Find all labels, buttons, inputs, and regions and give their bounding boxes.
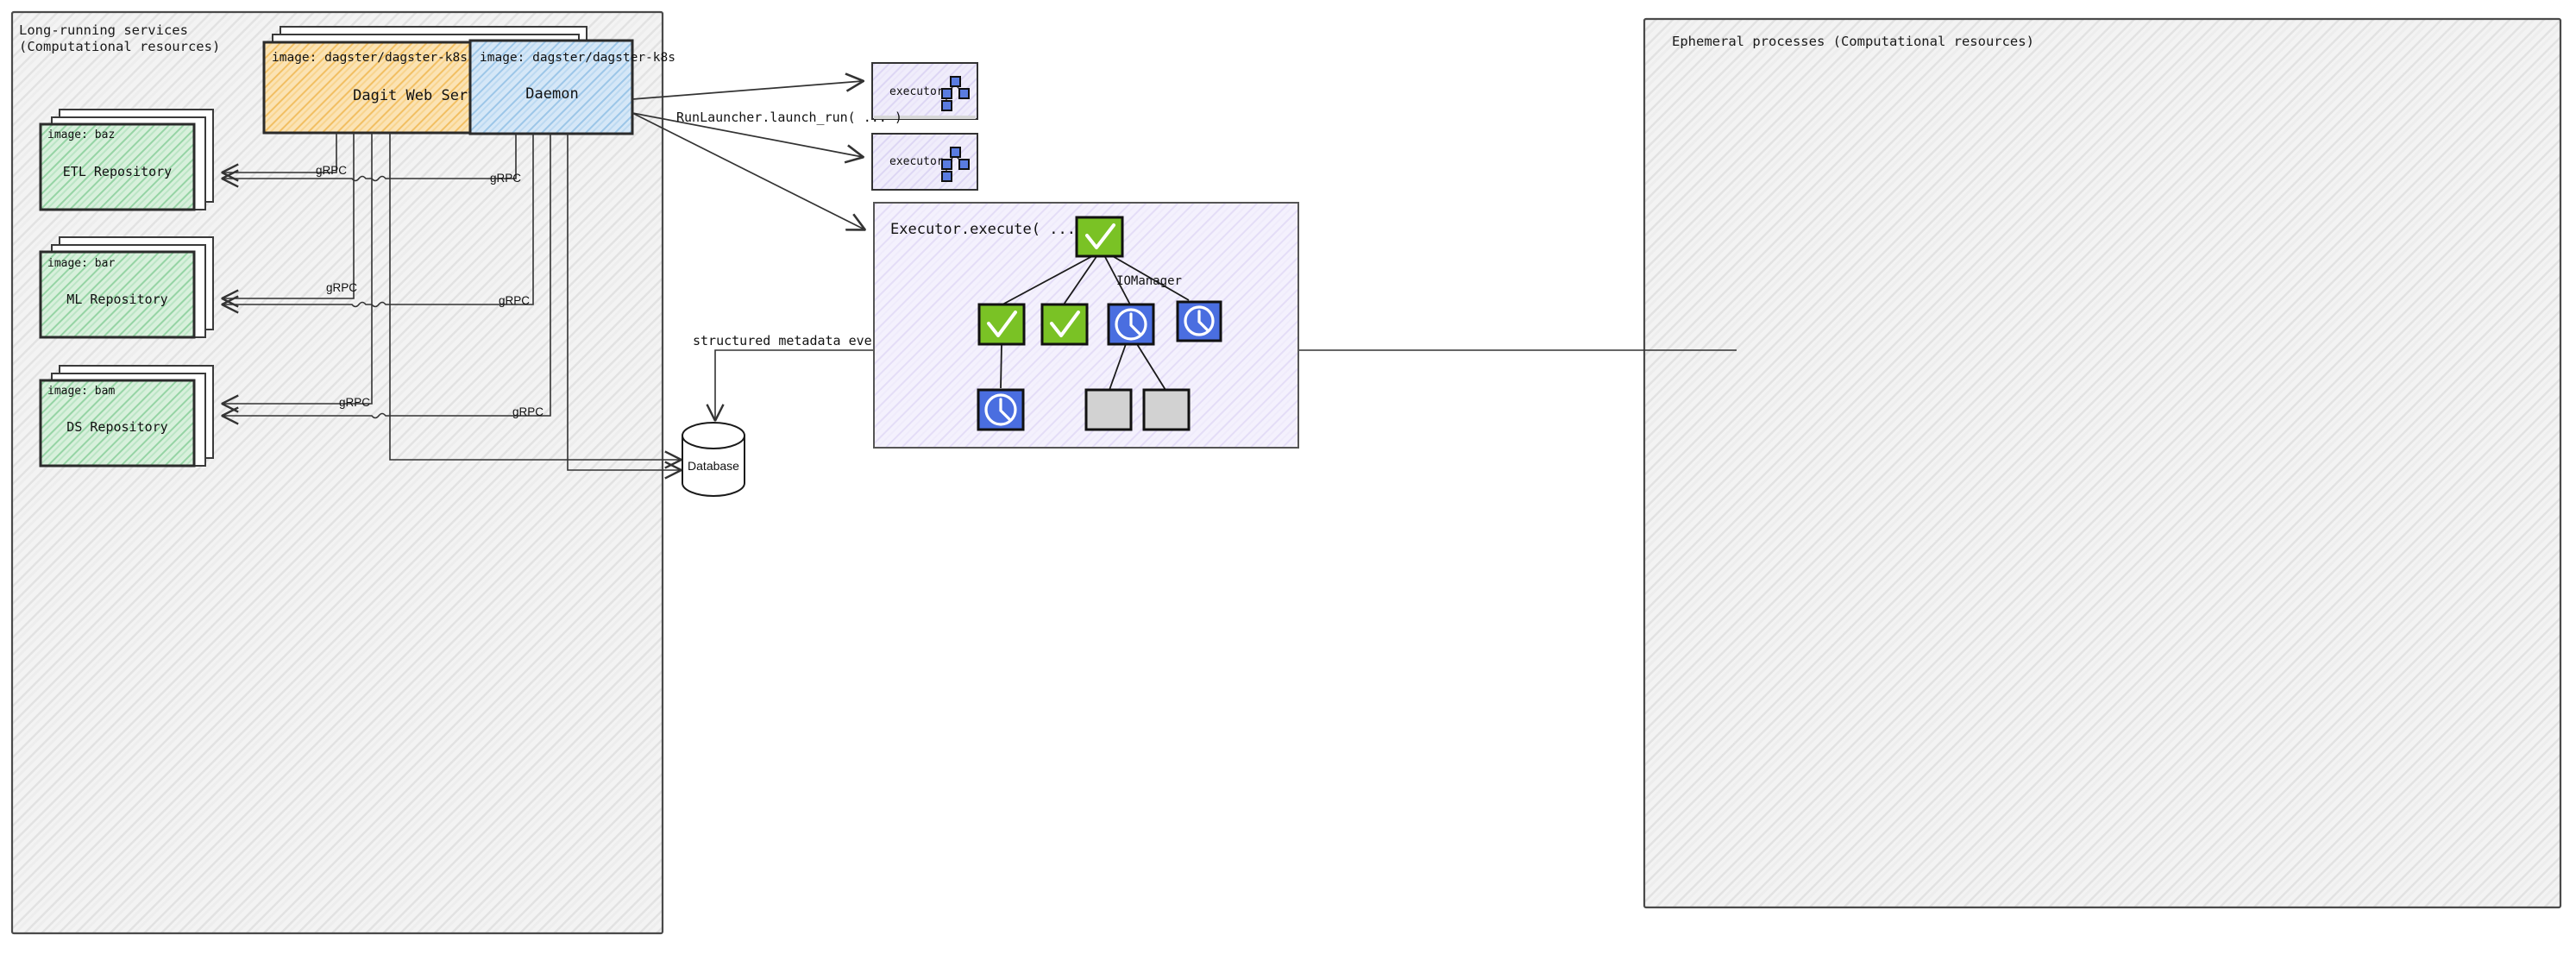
dag-node-n0[interactable] — [1075, 216, 1124, 258]
etl-image-label: image: baz — [47, 129, 115, 141]
edge-daemon-executor-1 — [631, 81, 863, 100]
panel-ephemeral-processes: Ephemeral processes (Computational resou… — [1643, 17, 2562, 909]
clock-icon — [1184, 305, 1215, 336]
database-body — [682, 435, 745, 497]
edge-daemon-executor-2 — [631, 112, 863, 157]
edge-dagit-database — [389, 133, 681, 460]
repository-box-etl[interactable]: image: baz ETL Repository — [39, 109, 214, 211]
grpc-label-dagit-ds: gRPC — [339, 396, 370, 409]
edge-daemon-database — [567, 134, 681, 470]
grpc-label-daemon-ds: gRPC — [512, 405, 543, 418]
dag-icon — [941, 147, 970, 182]
grpc-label-daemon-etl: gRPC — [490, 172, 521, 185]
ds-name-label: DS Repository — [66, 419, 167, 435]
grpc-edge-dagit-ml — [223, 133, 355, 298]
blank-icon — [1142, 388, 1191, 431]
dag-node-n3[interactable] — [1107, 303, 1155, 346]
clock-icon — [984, 393, 1017, 426]
check-icon — [987, 311, 1017, 337]
dagit-name-label: Dagit Web Server — [353, 87, 494, 104]
repository-box-ml[interactable]: image: bar ML Repository — [39, 236, 214, 339]
ml-stack-layer-front — [39, 250, 196, 339]
repository-box-ds[interactable]: image: bam DS Repository — [39, 365, 214, 468]
panel-long-running-title-line2: (Computational resources) — [19, 39, 220, 54]
ml-name-label: ML Repository — [66, 292, 167, 307]
dag-node-n2[interactable] — [1040, 303, 1089, 346]
panel-ephemeral-title: Ephemeral processes (Computational resou… — [1672, 34, 2034, 49]
grpc-label-dagit-etl: gRPC — [316, 164, 347, 177]
grpc-edge-dagit-etl — [223, 133, 337, 173]
dag-icon — [941, 76, 970, 111]
database-label: Database — [688, 459, 739, 473]
dagit-image-label: image: dagster/dagster-k8s — [272, 51, 468, 65]
executor-execute-title: Executor.execute( ... ) — [890, 221, 1093, 238]
grpc-edge-daemon-ds — [223, 134, 551, 418]
panel-long-running-title-line1: Long-running services — [19, 22, 188, 38]
dag-edge-n1-n5 — [1000, 343, 1002, 389]
dag-node-n7[interactable] — [1142, 388, 1191, 431]
service-box-daemon[interactable]: image: dagster/dagster-k8s Daemon — [468, 39, 675, 135]
daemon-box — [468, 39, 634, 135]
metadata-events-label: structured metadata events — [693, 333, 895, 348]
dag-edge-n0-n2 — [1063, 254, 1098, 305]
grpc-edge-dagit-ds — [223, 133, 373, 404]
dag-node-n5[interactable] — [977, 388, 1025, 431]
ds-stack-layer-front — [39, 379, 196, 468]
dag-edge-n0-n3 — [1103, 254, 1131, 305]
grpc-connector-group — [223, 133, 681, 470]
metadata-events-edge-group — [715, 349, 1737, 420]
grpc-label-group: gRPC gRPC gRPC gRPC gRPC gRPC — [316, 164, 543, 418]
run-launcher-label: RunLauncher.launch_run( ... ) — [676, 110, 902, 125]
blank-icon — [1084, 388, 1133, 431]
database-cylinder[interactable]: Database — [682, 422, 745, 497]
dag-edge-n0-n1 — [1002, 254, 1095, 305]
dag-node-n1[interactable] — [977, 303, 1026, 346]
executor-dag-edges — [1000, 254, 1190, 391]
grpc-label-dagit-ml: gRPC — [326, 281, 357, 294]
executor-1-label: executor — [889, 85, 944, 98]
executor-box-1[interactable]: executor — [871, 62, 978, 120]
ds-image-label: image: bam — [47, 385, 115, 398]
etl-name-label: ETL Repository — [63, 164, 172, 179]
dag-node-n4[interactable] — [1176, 300, 1222, 342]
dag-node-n6[interactable] — [1084, 388, 1133, 431]
panel-ephemeral-background — [1643, 17, 2562, 909]
edge-executor-panel-to-database — [715, 349, 1737, 420]
edge-daemon-executor-panel — [631, 112, 864, 229]
executor-execute-panel: Executor.execute( ... ) IOManager — [873, 202, 1299, 449]
dag-edge-n0-n4 — [1110, 254, 1190, 301]
check-icon — [1085, 223, 1115, 249]
ml-image-label: image: bar — [47, 257, 115, 270]
grpc-label-daemon-ml: gRPC — [499, 294, 530, 307]
dag-edge-n3-n6 — [1109, 343, 1127, 391]
executor-1-shadow — [874, 116, 976, 119]
iomanager-annotation: IOManager — [1116, 274, 1182, 288]
clock-icon — [1115, 308, 1147, 341]
run-launcher-edge-group — [631, 81, 864, 229]
dag-edge-n3-n7 — [1136, 343, 1166, 391]
executor-2-label: executor — [889, 155, 944, 168]
daemon-image-label: image: dagster/dagster-k8s — [480, 51, 675, 65]
daemon-name-label: Daemon — [525, 85, 578, 103]
database-top-ellipse — [682, 422, 745, 449]
executor-box-2[interactable]: executor — [871, 133, 978, 191]
etl-stack-layer-front — [39, 122, 196, 211]
check-icon — [1050, 311, 1080, 337]
